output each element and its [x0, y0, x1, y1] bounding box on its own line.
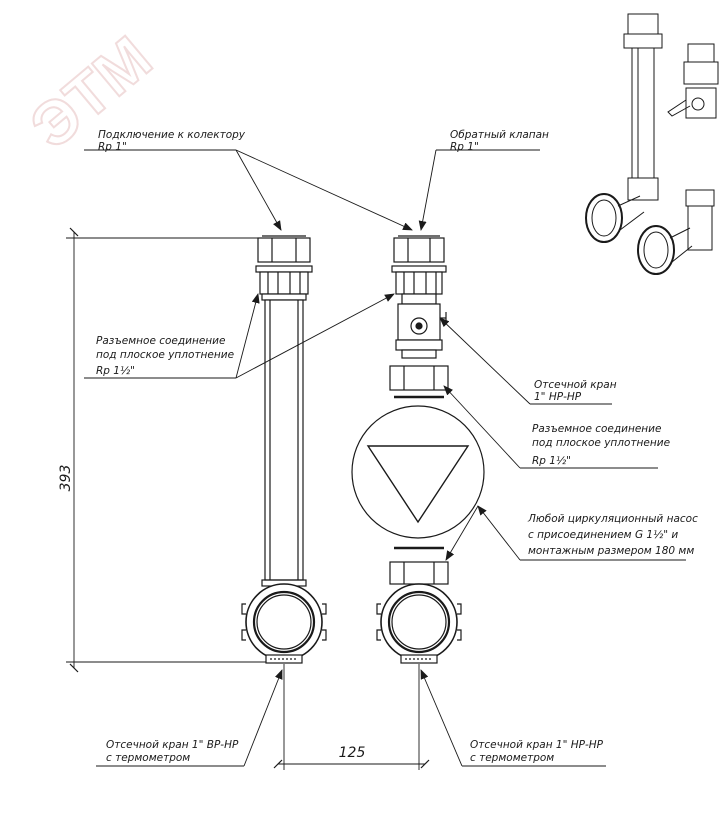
bottom-left-label: Отсечной кран 1" ВР-НР [106, 739, 239, 751]
shutoff-valve-label: Отсечной кран [534, 379, 617, 391]
flat-seal-left-line3: Rp 1½" [96, 365, 135, 377]
dimension-125-text: 125 [339, 745, 366, 761]
right-assembly [351, 235, 485, 664]
leader-lines [84, 149, 686, 767]
pump-label-line3: монтажным размером 180 мм [528, 545, 694, 557]
pump-label-line2: с присоединением G 1½" и [528, 529, 678, 541]
flat-seal-right-line2: под плоское уплотнение [532, 437, 670, 449]
left-assembly [241, 235, 327, 664]
bottom-right-label: Отсечной кран 1" НР-НР [470, 739, 604, 751]
check-valve-label: Обратный клапан [450, 129, 549, 141]
collector-label: Подключение к колектору [98, 129, 246, 141]
flat-seal-right-line1: Разъемное соединение [532, 423, 661, 435]
watermark: ЭТМ [18, 24, 165, 163]
dimension-393 [66, 227, 266, 673]
flat-seal-left-line2: под плоское уплотнение [96, 349, 234, 361]
isometric-view [585, 13, 719, 275]
pump-label-line1: Любой циркуляционный насос [527, 513, 698, 525]
check-valve-sublabel: Rp 1" [450, 141, 479, 153]
flat-seal-right-line3: Rp 1½" [532, 455, 571, 467]
collector-sublabel: Rp 1" [98, 141, 127, 153]
flat-seal-left-line1: Разъемное соединение [96, 335, 225, 347]
bottom-left-sublabel: с термометром [106, 752, 190, 764]
dimension-125 [273, 664, 430, 770]
shutoff-valve-sublabel: 1" НР-НР [534, 391, 582, 403]
dimension-393-text: 393 [58, 465, 74, 492]
bottom-right-sublabel: с термометром [470, 752, 554, 764]
